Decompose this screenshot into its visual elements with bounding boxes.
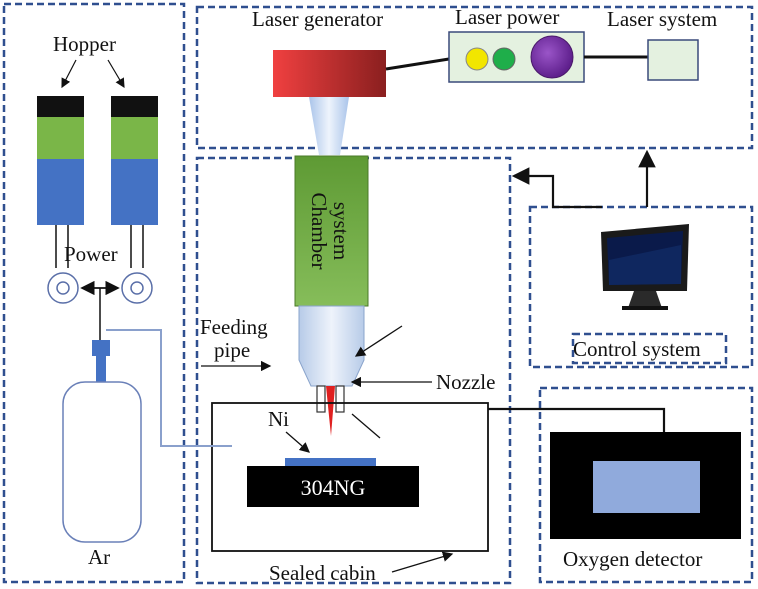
hopper-left — [37, 96, 84, 225]
power-green-light-icon — [492, 47, 516, 71]
chamber-system-label: system — [329, 202, 353, 260]
sealed-cabin-label: Sealed cabin — [269, 561, 376, 585]
feeder-disc-left-icon — [47, 272, 79, 304]
laser-system-frame — [195, 5, 754, 150]
power-label: Power — [64, 242, 118, 266]
powder-feeding-frame — [2, 2, 186, 584]
control-system-label: Control system — [573, 337, 701, 361]
control-system-label-frame — [571, 332, 728, 365]
hopper-right — [111, 96, 158, 225]
feeding-label: Feeding — [200, 315, 268, 339]
chamber-label: Chamber — [307, 193, 331, 270]
nozzle-tip-right — [335, 385, 345, 413]
oxygen-sensor-line — [488, 407, 666, 432]
hopper-arrow-right — [107, 59, 125, 89]
feeding-pointer — [354, 325, 403, 357]
power-yellow-light-icon — [465, 47, 489, 71]
argon-gas-line — [106, 329, 232, 447]
oxygen-detector-label: Oxygen detector — [563, 547, 702, 571]
nozzle-body — [298, 305, 365, 387]
hopper-label: Hopper — [53, 32, 116, 56]
laser-system-box — [647, 39, 699, 81]
pipe-label: pipe — [214, 338, 250, 362]
nozzle-tip-left — [316, 385, 326, 413]
powder-stream-pointer — [351, 413, 381, 439]
control-to-chamber-line — [511, 167, 602, 209]
ar-label: Ar — [88, 545, 110, 569]
control-frame — [528, 205, 754, 369]
laser-beam — [309, 97, 349, 155]
chamber-system-box — [294, 155, 369, 307]
power-purple-knob-icon — [530, 35, 574, 79]
laser-cable — [385, 57, 450, 71]
oxygen-frame — [538, 386, 754, 584]
substrate-label: 304NG — [301, 475, 366, 500]
substrate-304ng — [247, 466, 419, 507]
ni-deposit — [285, 458, 376, 467]
ni-pointer — [285, 431, 310, 453]
nozzle-label: Nozzle — [436, 370, 495, 394]
laser-power-label: Laser power — [455, 5, 559, 29]
laser-generator-box — [273, 50, 386, 97]
hopper-arrow-left — [61, 59, 77, 89]
laser-system-label: Laser system — [607, 7, 717, 31]
ni-label: Ni — [268, 407, 289, 431]
laser-generator-label: Laser generator — [252, 7, 383, 31]
sealed-cabin-pointer — [391, 551, 454, 573]
oxygen-detector-display — [593, 461, 700, 513]
computer-monitor-icon — [601, 224, 689, 310]
gas-cylinder-icon — [62, 340, 142, 543]
sealed-cabin-box — [211, 402, 489, 552]
feeder-disc-right-icon — [121, 272, 153, 304]
laser-focus — [326, 386, 335, 436]
